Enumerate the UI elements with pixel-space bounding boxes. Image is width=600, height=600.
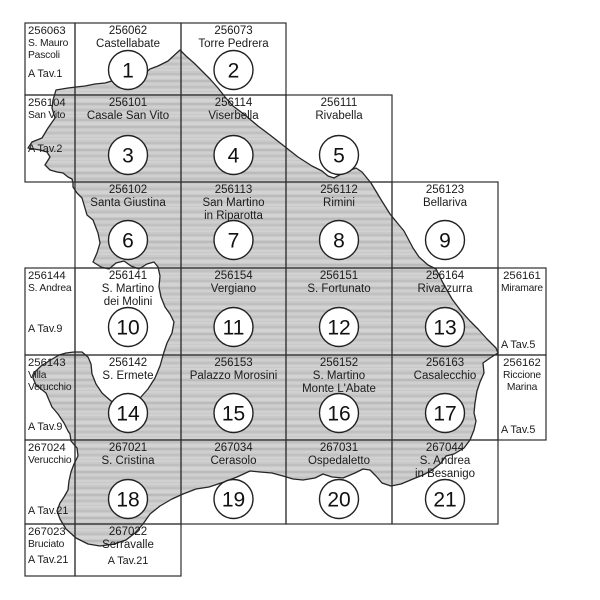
tile-number-4: 4	[228, 145, 240, 168]
tile-number-circle-8	[318, 219, 360, 261]
tile-number-18: 18	[116, 489, 139, 512]
grid-cell-256063	[24, 22, 76, 96]
tile-number-circle-4	[213, 134, 254, 176]
grid-cell-256161	[497, 267, 547, 356]
tile-number-9: 9	[439, 230, 451, 253]
tile-number-11: 11	[223, 317, 245, 340]
tile-number-circle-12	[318, 306, 360, 348]
tile-number-21: 21	[433, 489, 456, 512]
tile-number-circle-19	[213, 478, 254, 520]
grid-cell-267044	[391, 439, 499, 525]
tile-number-10: 10	[116, 317, 139, 340]
tile-number-circle-17	[424, 392, 466, 434]
tile-number-16: 16	[327, 403, 350, 426]
tile-number-circle-13	[424, 306, 466, 348]
tile-number-14: 14	[116, 403, 140, 426]
tile-number-17: 17	[433, 403, 456, 426]
index-grid	[24, 22, 547, 577]
tile-number-circle-14	[107, 392, 149, 434]
tile-number-20: 20	[327, 489, 350, 512]
tile-number-1: 1	[122, 60, 134, 83]
grid-cell-256162	[497, 354, 547, 441]
tile-number-circle-10	[107, 306, 149, 348]
municipality-outline	[27, 49, 499, 547]
tile-number-circle-20	[318, 478, 360, 520]
tile-number-circle-9	[424, 219, 466, 261]
tile-number-circle-16	[318, 392, 360, 434]
grid-cell-267022	[74, 523, 182, 577]
tile-number-2: 2	[228, 60, 240, 83]
tile-number-12: 12	[327, 317, 350, 340]
tile-number-circle-2	[213, 49, 254, 91]
grid-cell-267023	[24, 523, 76, 577]
tile-number-8: 8	[333, 230, 345, 253]
tile-number-19: 19	[222, 489, 245, 512]
tile-number-circle-6	[107, 219, 149, 261]
tile-number-6: 6	[122, 230, 134, 253]
tile-number-circle-18	[107, 478, 149, 520]
tile-number-7: 7	[228, 230, 240, 253]
tile-number-3: 3	[122, 145, 134, 168]
tile-number-circle-3	[107, 134, 149, 176]
tile-number-circle-5	[318, 134, 360, 176]
tile-number-15: 15	[222, 403, 245, 426]
tile-number-circle-11	[213, 306, 254, 348]
grid-cell-256144	[24, 267, 76, 356]
tile-number-circle-21	[424, 478, 466, 520]
tile-number-circle-15	[213, 392, 254, 434]
tile-number-13: 13	[433, 317, 456, 340]
tile-number-5: 5	[333, 145, 345, 168]
tile-number-circle-1	[107, 49, 149, 91]
tile-number-circle-7	[213, 219, 254, 261]
